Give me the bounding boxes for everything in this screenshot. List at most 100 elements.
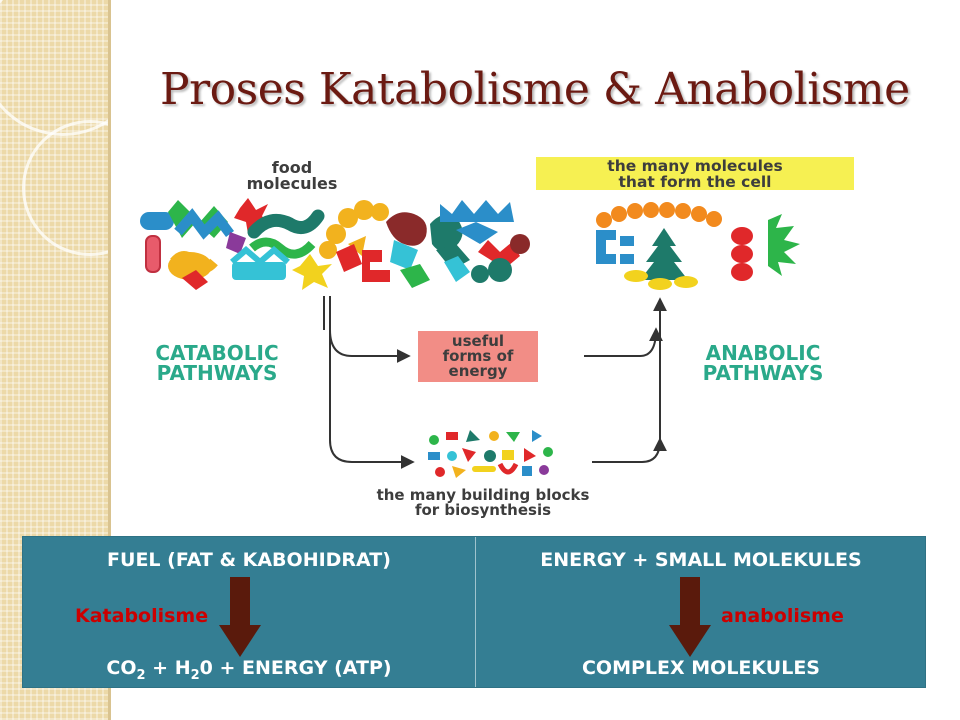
food-molecule-shape	[247, 209, 325, 239]
food-molecule-shape	[170, 251, 218, 273]
catabolism-down-arrow	[219, 577, 261, 657]
cell-molecule-shape	[731, 227, 753, 245]
cell-molecule-shape	[675, 203, 691, 219]
anabolisme-label: anabolisme	[721, 605, 844, 627]
food-molecule-shape	[232, 262, 286, 280]
building-blocks-illustration	[428, 430, 553, 478]
building-block-shape	[452, 466, 466, 478]
catabolic-label-line: CATABOLIC	[155, 341, 279, 365]
cell-molecule-shape	[691, 206, 707, 222]
slide-title: Proses Katabolisme & Anabolisme	[160, 64, 910, 115]
decorative-sidebar	[0, 0, 158, 720]
cell-molecule-shape	[596, 212, 612, 228]
blocks-label-line: the many building blocks	[376, 486, 590, 504]
catabolic-label-line: PATHWAYS	[156, 361, 278, 385]
food-label-line: food	[271, 158, 313, 177]
food-molecule-shape	[140, 212, 174, 230]
cell-molecule-shape	[596, 230, 616, 264]
food-molecule-shape	[292, 254, 332, 290]
rest-text: 0 + ENERGY (ATP)	[199, 657, 392, 679]
building-block-shape	[447, 451, 457, 461]
food-molecule-shape	[249, 237, 316, 259]
arrow-head	[219, 625, 261, 657]
food-molecule-shape	[348, 236, 366, 256]
food-molecules-illustration	[140, 198, 530, 290]
building-block-shape	[539, 465, 549, 475]
food-molecule-shape	[354, 200, 374, 220]
blocks-to-anabolic-arrow	[592, 437, 667, 463]
building-block-shape	[522, 466, 532, 476]
building-block-shape	[489, 431, 499, 441]
cell-molecule-shape	[731, 245, 753, 263]
left-top-text: FUEL (FAT & KABOHIDRAT)	[107, 549, 391, 571]
building-block-shape	[524, 448, 536, 462]
food-molecule-shape	[319, 241, 337, 259]
food-molecule-shape	[471, 265, 489, 283]
table-divider	[475, 537, 476, 687]
food-molecule-shape	[230, 246, 290, 266]
food-molecule-shape	[362, 250, 390, 282]
blocks-label-line: for biosynthesis	[414, 501, 552, 519]
food-molecule-shape	[145, 235, 161, 273]
food-label-line: molecules	[246, 174, 338, 193]
anabolism-down-arrow	[669, 577, 711, 657]
arrow-head	[669, 625, 711, 657]
food-molecules-label: food molecules	[222, 160, 362, 192]
cell-molecule-shape	[611, 206, 627, 222]
cell-molecule-shape	[648, 278, 672, 290]
cell-molecule-shape	[624, 270, 648, 282]
h-text: + H	[145, 657, 191, 679]
building-block-shape	[502, 450, 514, 460]
catabolic-to-blocks-arrow	[329, 439, 415, 469]
building-block-shape	[506, 432, 520, 442]
food-molecule-shape	[371, 203, 389, 221]
food-molecule-shape	[488, 258, 512, 282]
useful-energy-box: useful forms of energy	[418, 331, 538, 382]
building-block-shape	[497, 462, 519, 475]
food-molecule-shape	[390, 240, 418, 270]
building-block-shape	[543, 447, 553, 457]
food-molecule-shape	[226, 232, 246, 254]
cell-molecule-shape	[659, 202, 675, 218]
arrow-shaft	[230, 577, 250, 627]
building-block-shape	[428, 452, 440, 460]
cell-molecule-shape	[674, 276, 698, 288]
cell-molecule-shape	[643, 202, 659, 218]
food-molecule-shape	[444, 256, 470, 282]
energy-label-line: energy	[448, 362, 508, 380]
left-bottom-text: CO2 + H20 + ENERGY (ATP)	[23, 657, 475, 683]
decorative-ring	[22, 120, 158, 256]
building-block-shape	[484, 450, 496, 462]
cell-molecule-shape	[768, 214, 800, 276]
food-molecule-shape	[386, 212, 427, 246]
cell-molecules-label: the many molecules that form the cell	[536, 157, 854, 190]
building-block-shape	[446, 432, 458, 440]
food-molecule-shape	[510, 234, 530, 254]
food-molecule-shape	[478, 240, 520, 266]
building-block-shape	[462, 448, 476, 462]
building-block-shape	[472, 466, 496, 472]
energy-label-line: useful	[451, 332, 505, 350]
building-blocks-label: the many building blocks for biosynthesi…	[282, 488, 684, 518]
pathway-arrows	[323, 296, 667, 469]
energy-to-anabolic-arrow	[584, 327, 663, 357]
catabolic-to-energy-arrow	[329, 329, 411, 363]
food-molecule-shape	[336, 244, 362, 272]
energy-label-line: forms of	[442, 347, 514, 365]
right-top-text: ENERGY + SMALL MOLEKULES	[540, 549, 862, 571]
food-molecule-shape	[440, 200, 514, 222]
anabolic-label-line: ANABOLIC	[705, 341, 821, 365]
food-molecule-shape	[400, 264, 430, 288]
food-molecule-shape	[456, 222, 498, 244]
food-molecule-shape	[326, 224, 346, 244]
cell-molecule-shape	[731, 263, 753, 281]
cell-molecule-shape	[620, 236, 634, 264]
food-molecule-shape	[174, 208, 234, 240]
summary-table: FUEL (FAT & KABOHIDRAT) Katabolisme CO2 …	[22, 536, 926, 688]
cell-label-line: the many molecules	[607, 157, 783, 175]
food-molecule-shape	[430, 214, 463, 252]
sidebar-edge	[108, 0, 111, 720]
anabolic-pathways-label: ANABOLIC PATHWAYS	[668, 343, 858, 383]
